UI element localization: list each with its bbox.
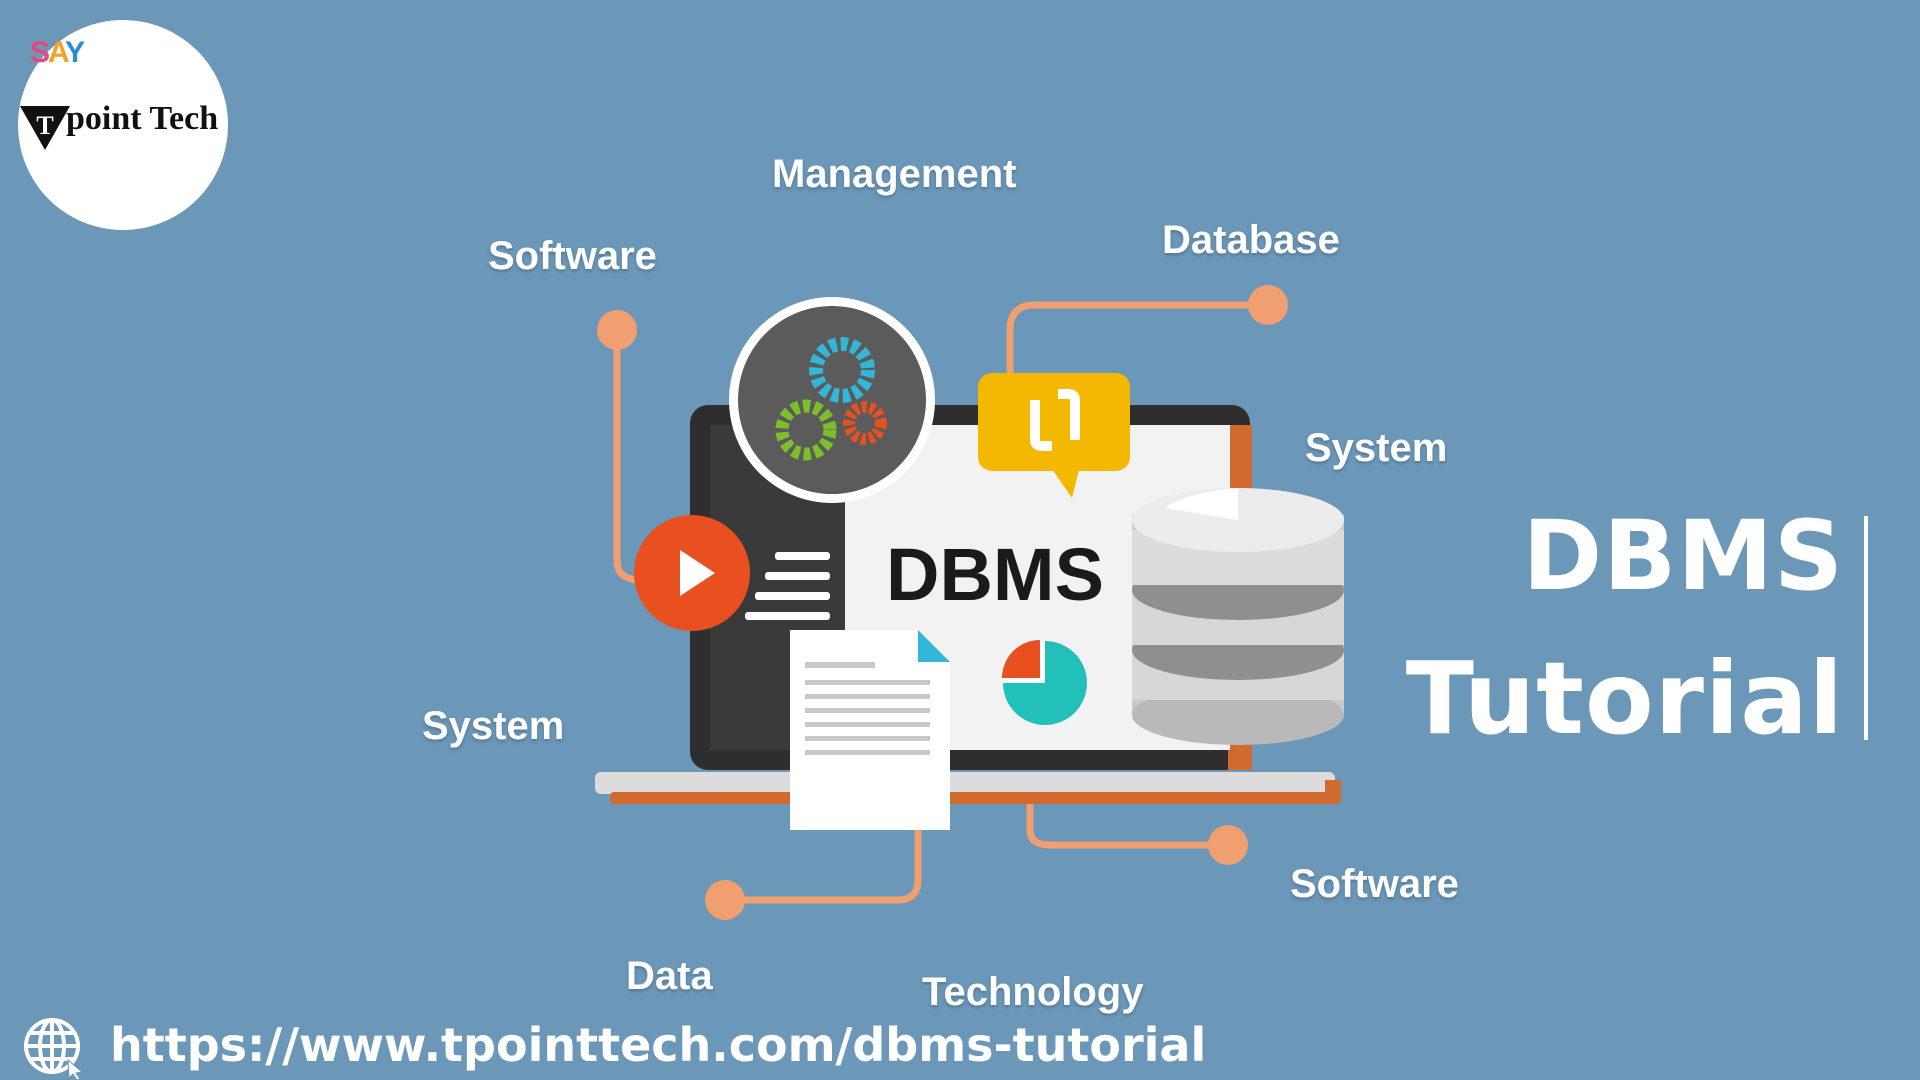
connector-software-top (613, 326, 644, 584)
globe-icon (22, 1016, 86, 1080)
text-cursor-bar (1864, 516, 1868, 740)
title-line-2: Tutorial (1405, 640, 1844, 757)
label-system-left: System (422, 704, 565, 748)
refresh-chat-icon (978, 373, 1130, 498)
database-cylinder-icon (1132, 488, 1344, 745)
connector-data (721, 821, 922, 904)
label-database: Database (1162, 218, 1340, 262)
play-button-icon (634, 515, 750, 631)
label-management: Management (772, 152, 1017, 196)
gears-icon (729, 297, 935, 503)
label-data: Data (626, 954, 713, 998)
document-icon (790, 630, 950, 830)
label-software-bottom: Software (1290, 862, 1459, 906)
connector-dot (1208, 825, 1248, 865)
connector-dot (597, 310, 637, 350)
label-system-right: System (1305, 426, 1448, 470)
logo-brand-name: point Tech (66, 100, 219, 137)
pie-chart-icon (1002, 640, 1087, 725)
title-line-1: DBMS (1522, 500, 1844, 612)
connector-dot (705, 880, 745, 920)
screen-dbms-text: DBMS (886, 533, 1104, 616)
svg-text:T: T (36, 111, 53, 140)
menu-lines-icon (745, 552, 830, 620)
connector-software-bottom (1026, 796, 1232, 849)
connector-dot (1248, 285, 1288, 325)
label-software-top: Software (488, 234, 657, 278)
connector-database (1006, 301, 1272, 379)
logo-mark: T (20, 106, 70, 152)
logo-say: SAY (30, 36, 85, 69)
label-technology: Technology (922, 970, 1144, 1014)
tutorial-url-link[interactable]: https://www.tpointtech.com/dbms-tutorial (110, 1018, 1207, 1072)
